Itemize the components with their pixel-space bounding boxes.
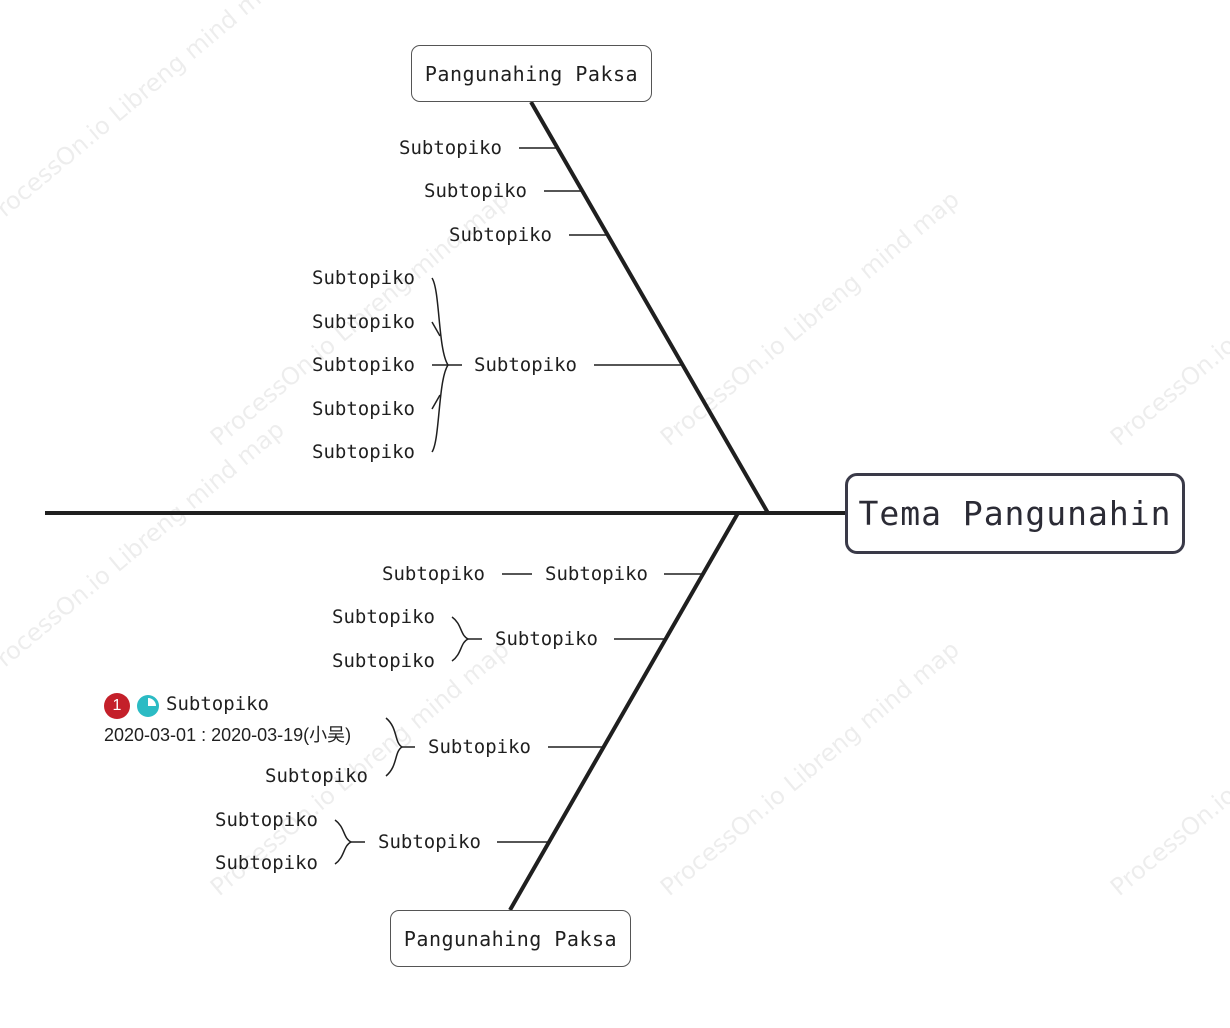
brace-small [451,616,470,662]
top-category-box[interactable]: Pangunahing Paksa [411,45,652,102]
subtopic-child-label[interactable]: Subtopiko [332,606,435,628]
subtopic-child-label[interactable]: Subtopiko [312,354,415,376]
subtopic-child-label[interactable]: Subtopiko [265,765,368,787]
brace-small [385,717,404,777]
bottom-bone-line [508,512,740,911]
brace-tick [431,321,441,337]
subtopic-child-label[interactable]: Subtopiko [332,650,435,672]
subtopic-child-label[interactable]: Subtopiko [382,563,485,585]
subtopic-child-label[interactable]: Subtopiko [312,267,415,289]
top-bone-line [529,101,770,514]
subtopic-label[interactable]: Subtopiko [545,563,648,585]
bottom-category-box[interactable]: Pangunahing Paksa [390,910,631,967]
subtopic-label[interactable]: Subtopiko [474,354,577,376]
subtopic-label[interactable]: Subtopiko [424,180,527,202]
top-category-label: Pangunahing Paksa [424,61,639,86]
subtopic-child-label[interactable]: Subtopiko [215,852,318,874]
date-note: 2020-03-01 : 2020-03-19(小吴) [104,725,352,745]
progress-quarter-icon [137,695,159,717]
brace-small [334,819,353,865]
subtopic-label[interactable]: Subtopiko [449,224,552,246]
subtopic-child-label[interactable]: Subtopiko [312,398,415,420]
subtopic-label[interactable]: Subtopiko [428,736,531,758]
brace-tick [431,394,441,410]
subtopic-label[interactable]: Subtopiko [399,137,502,159]
main-topic-label: Tema Pangunahin [858,494,1172,533]
subtopic-child-label[interactable]: Subtopiko [215,809,318,831]
subtopic-label[interactable]: Subtopiko [378,831,481,853]
subtopic-child-label[interactable]: Subtopiko [166,693,269,715]
topic-markers: 1 [104,693,160,719]
priority-1-icon: 1 [104,693,130,719]
main-topic-box[interactable]: Tema Pangunahin [845,473,1185,554]
subtopic-label[interactable]: Subtopiko [495,628,598,650]
subtopic-child-label[interactable]: Subtopiko [312,311,415,333]
subtopic-child-label[interactable]: Subtopiko [312,441,415,463]
bottom-category-label: Pangunahing Paksa [403,926,618,951]
